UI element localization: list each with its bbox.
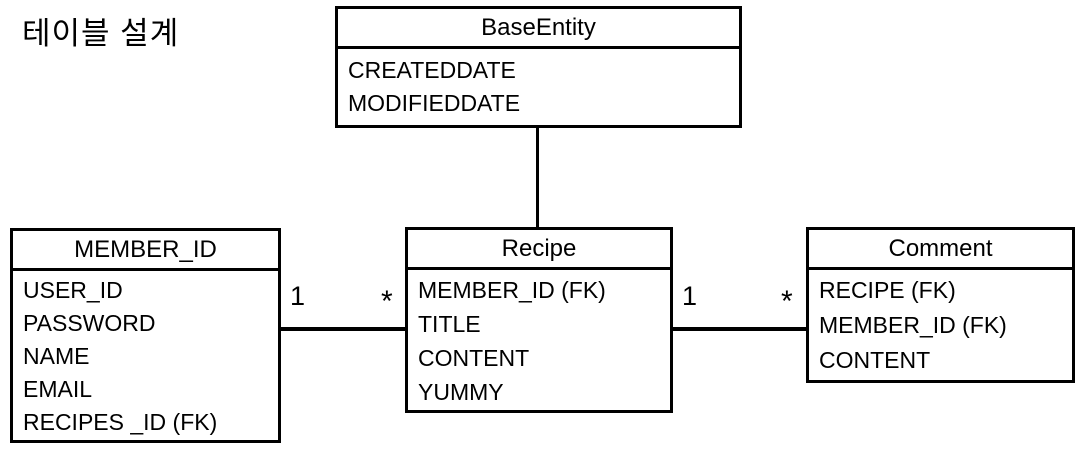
field-row: MEMBER_ID (FK) <box>418 277 606 303</box>
entity-comment-title: Comment <box>809 230 1072 270</box>
field-row: USER_ID <box>23 277 123 303</box>
entity-base-entity: BaseEntity CREATEDDATE MODIFIEDDATE <box>335 6 742 128</box>
cardinality-member-one: 1 <box>290 281 306 311</box>
entity-base-entity-fields: CREATEDDATE MODIFIEDDATE <box>338 49 739 125</box>
field-row: EMAIL <box>23 376 93 402</box>
field-row: CONTENT <box>819 347 931 373</box>
field-row: NAME <box>23 343 90 369</box>
field-row: CREATEDDATE <box>348 57 516 83</box>
diagram-title: 테이블 설계 <box>22 16 180 51</box>
entity-member-title: MEMBER_ID <box>13 231 278 271</box>
connector-recipe-comment <box>673 327 806 331</box>
entity-member-fields: USER_ID PASSWORD NAME EMAIL RECIPES _ID … <box>13 271 278 440</box>
field-row: CONTENT <box>418 345 530 371</box>
entity-member: MEMBER_ID USER_ID PASSWORD NAME EMAIL RE… <box>10 228 281 443</box>
connector-member-recipe <box>281 327 405 331</box>
cardinality-recipe-one: 1 <box>682 281 698 311</box>
entity-recipe-title: Recipe <box>408 230 670 270</box>
cardinality-comment-many: * <box>781 285 793 318</box>
cardinality-recipe-many: * <box>381 285 393 318</box>
entity-recipe-fields: MEMBER_ID (FK) TITLE CONTENT YUMMY <box>408 270 670 410</box>
connector-baseentity-recipe <box>536 128 539 227</box>
field-row: MEMBER_ID (FK) <box>819 312 1007 338</box>
field-row: YUMMY <box>418 379 504 405</box>
field-row: TITLE <box>418 311 481 337</box>
field-row: RECIPE (FK) <box>819 277 956 303</box>
field-row: RECIPES _ID (FK) <box>23 409 218 435</box>
field-row: PASSWORD <box>23 310 156 336</box>
entity-comment: Comment RECIPE (FK) MEMBER_ID (FK) CONTE… <box>806 227 1075 383</box>
entity-base-entity-title: BaseEntity <box>338 9 739 49</box>
entity-comment-fields: RECIPE (FK) MEMBER_ID (FK) CONTENT <box>809 270 1072 380</box>
entity-recipe: Recipe MEMBER_ID (FK) TITLE CONTENT YUMM… <box>405 227 673 413</box>
field-row: MODIFIEDDATE <box>348 90 521 116</box>
